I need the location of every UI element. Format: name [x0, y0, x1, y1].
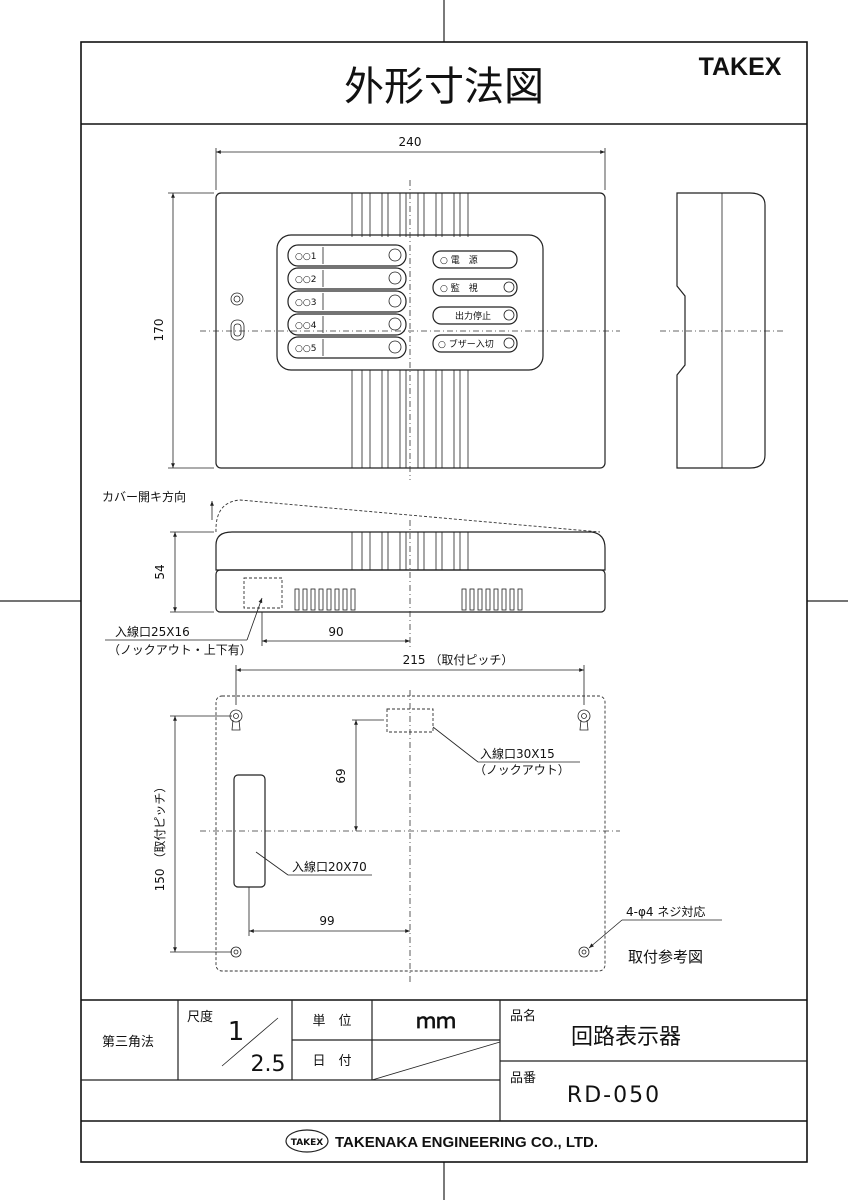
cover-open-note: カバー開キ方向: [102, 489, 186, 504]
rear-entry-side-label: 入線口20X70: [292, 859, 367, 874]
company-name: TAKENAKA ENGINEERING CO., LTD.: [335, 1134, 598, 1151]
company-logo-text: TAKEX: [291, 1138, 324, 1148]
dim-69: 69: [334, 768, 348, 783]
indicator-monitor: ○ 監 視: [440, 282, 478, 294]
product-code-label: 品番: [510, 1071, 536, 1086]
unit-label: 単 位: [312, 1013, 351, 1029]
zone-label-1: ○○1: [295, 252, 316, 262]
dim-pitch-v: 150 （取付ピッチ）: [153, 781, 167, 892]
sheet-frame: [80, 41, 808, 1163]
right-side-view: [660, 192, 785, 469]
indicator-power: ○ 電 源: [440, 255, 478, 266]
indicator-buzzer: ○ ブザー入切: [438, 338, 494, 350]
rear-entry-top-note: （ノックアウト）: [474, 763, 570, 777]
product-name: 回路表示器: [571, 1025, 681, 1050]
side-entry-label: 入線口25X16: [115, 624, 190, 639]
screw-note: 4-φ4 ネジ対応: [626, 905, 705, 919]
projection-method: 第三角法: [102, 1035, 154, 1050]
side-entry-note: （ノックアウト・上下有）: [108, 643, 252, 657]
mount-caption: 取付参考図: [628, 948, 703, 966]
zone-label-2: ○○2: [295, 275, 316, 285]
product-code: RD-050: [567, 1083, 661, 1108]
company-logo: [285, 1129, 329, 1153]
scale-numerator: 1: [228, 1017, 245, 1047]
scale-label: 尺度: [187, 1009, 213, 1025]
title-block: 第三角法 尺度 1 2.5 単 位 ｍｍ 日 付 品名 回路表示器 品番 RD-…: [81, 999, 807, 1153]
side-view: カバー開キ方向 54 入線口25X16 （ノックアウト・上下有）: [102, 489, 606, 657]
zone-label-4: ○○4: [295, 321, 317, 331]
date-label: 日 付: [312, 1054, 351, 1069]
rear-view: 215 （取付ピッチ） 150 （取付ピッチ） 69 入線口30X15 （ノック…: [153, 653, 722, 985]
page-title: 外形寸法図: [344, 64, 544, 110]
dim-depth: 54: [153, 564, 167, 579]
dim-width: 240: [399, 135, 422, 149]
dim-offset-90: 90: [328, 625, 343, 639]
indicator-output-stop: 出力停止: [455, 310, 491, 322]
brand-logo: TAKEX: [699, 53, 782, 81]
front-view: 240 170 ○○1: [152, 135, 620, 480]
scale-denominator: 2.5: [251, 1052, 286, 1077]
dim-99: 99: [319, 914, 334, 928]
indicator-group: ○ 電 源 ○ 監 視 出力停止 ○ ブザー入切: [432, 250, 518, 353]
zone-label-3: ○○3: [295, 298, 316, 308]
dim-pitch-h: 215 （取付ピッチ）: [403, 653, 514, 667]
zone-label-5: ○○5: [295, 344, 316, 354]
zone-strips: ○○1 ○○2 ○○3 ○○4 ○○5: [287, 244, 407, 359]
dim-height: 170: [152, 319, 166, 342]
unit-value: ｍｍ: [416, 1009, 456, 1033]
product-name-label: 品名: [510, 1008, 536, 1024]
rear-entry-top-label: 入線口30X15: [480, 746, 555, 761]
